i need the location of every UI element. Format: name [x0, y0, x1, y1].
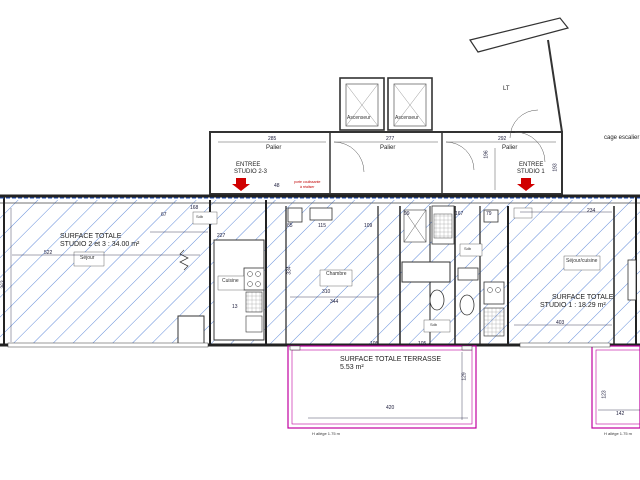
dim-129: 129	[461, 372, 468, 381]
elevator-label-1: Ascenseur	[347, 115, 371, 121]
roof-outline	[469, 17, 570, 133]
dim-48: 48	[274, 183, 280, 189]
entry-studio-1-line2: STUDIO 1	[517, 169, 545, 175]
dim-310: 310	[322, 289, 331, 295]
surface-studio-23-line2: STUDIO 2 et 3 : 34.00 m²	[60, 241, 140, 248]
dim-109: 109	[364, 223, 373, 229]
dim-292: 292	[498, 136, 507, 142]
sliding-door-note-line1: porte coulissante	[294, 180, 321, 184]
terrace-surface-line2: 5.53 m²	[340, 364, 364, 371]
dim-99: 99	[404, 211, 410, 217]
dim-79: 79	[486, 211, 492, 217]
landing-area	[209, 109, 563, 195]
stair-cage-label: cage escalier	[604, 135, 640, 141]
dim-105-a: 105	[370, 341, 379, 347]
sill-height-label-1: H allège 1.75 m	[312, 431, 341, 436]
surface-studio-23-line1: SURFACE TOTALE	[60, 233, 122, 240]
room-sdb-studio1-label: Sdb	[464, 246, 472, 251]
dim-363: 363	[0, 280, 7, 289]
room-sejour-cuisine-label: Séjour/cuisine	[566, 258, 598, 264]
dim-344: 344	[330, 299, 339, 305]
elevator-label-2: Ascenseur	[395, 115, 419, 121]
terrace-surface-line1: SURFACE TOTALE TERRASSE	[340, 356, 442, 363]
landing-label-1: Palier	[266, 145, 282, 151]
apartment-body	[0, 194, 640, 347]
surface-studio-1-line1: SURFACE TOTALE	[552, 294, 614, 301]
dim-420: 420	[386, 405, 395, 411]
dim-522: 522	[44, 250, 53, 256]
surface-studio-1-line2: STUDIO 1 : 18.29 m²	[540, 302, 606, 309]
room-sejour-label: Séjour	[80, 255, 95, 261]
sill-height-label-2: H allège 1.75 m	[604, 431, 633, 436]
sliding-door-note-line2: à réaliser	[300, 185, 315, 189]
dim-196: 196	[483, 150, 490, 159]
terrace	[287, 345, 640, 429]
dim-123: 123	[601, 390, 608, 399]
elevators	[339, 77, 433, 131]
lt-label: LT	[503, 86, 510, 92]
dim-277: 277	[386, 136, 395, 142]
room-cuisine-label: Cuisine	[222, 278, 239, 284]
room-chambre-label: Chambre	[326, 271, 347, 277]
entry-arrows	[232, 178, 535, 191]
dim-67: 67	[161, 212, 167, 218]
landing-label-2: Palier	[380, 145, 396, 151]
dim-115: 115	[318, 223, 326, 229]
entry-studio-23-line2: STUDIO 2-3	[234, 169, 268, 175]
dim-85: 85	[287, 223, 293, 229]
dim-193: 193	[552, 163, 559, 172]
dim-13: 13	[232, 304, 238, 310]
dim-334: 334	[286, 266, 293, 275]
dim-167: 167	[455, 211, 464, 217]
window-frames	[7, 342, 611, 351]
dim-105-b: 105	[418, 341, 427, 347]
entry-studio-23-line1: ENTREE	[236, 162, 261, 168]
room-sdb-upper-label: Sdb	[196, 214, 204, 219]
room-sdb-lower-label: Sdb	[430, 322, 438, 327]
dim-168: 168	[190, 205, 199, 211]
dim-285: 285	[268, 136, 277, 142]
dim-227: 227	[217, 233, 226, 239]
dim-142: 142	[616, 411, 625, 417]
landing-label-3: Palier	[502, 145, 518, 151]
dim-234: 234	[587, 208, 596, 214]
dim-403: 403	[556, 320, 565, 326]
entry-studio-1-line1: ENTREE	[519, 162, 544, 168]
